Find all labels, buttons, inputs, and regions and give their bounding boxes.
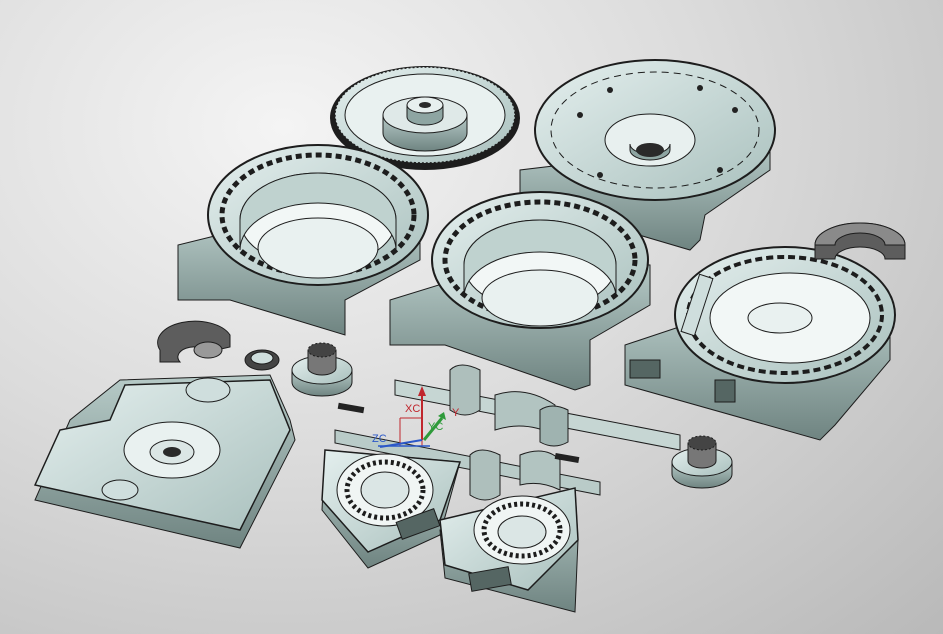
spline-hub-right-part[interactable] — [671, 435, 733, 489]
flywheel-ring-gear-part[interactable] — [330, 66, 520, 170]
xc-label: XC — [405, 403, 420, 415]
y-label: Y — [452, 407, 460, 419]
zc-axis — [379, 439, 423, 448]
small-gear-part[interactable] — [244, 349, 280, 371]
rear-end-plate-part[interactable] — [624, 246, 896, 441]
counterweight-left-part[interactable] — [157, 320, 231, 363]
rotor-housing-left-part[interactable] — [177, 144, 429, 336]
intermediate-housing-plate-part[interactable] — [519, 59, 776, 251]
rotor-rear-part[interactable] — [439, 487, 579, 613]
yc-label: YC — [428, 421, 443, 433]
yc-axis — [422, 417, 444, 441]
rotor-housing-center-part[interactable] — [389, 191, 651, 391]
coordinate-triad[interactable]: XC Y YC ZC — [372, 386, 460, 448]
zc-label: ZC — [372, 433, 387, 445]
rotor-front-part[interactable] — [321, 449, 462, 569]
spline-hub-left-part[interactable] — [291, 342, 353, 397]
counterweight-right-part[interactable] — [814, 222, 906, 260]
front-cover-part[interactable] — [33, 374, 296, 549]
